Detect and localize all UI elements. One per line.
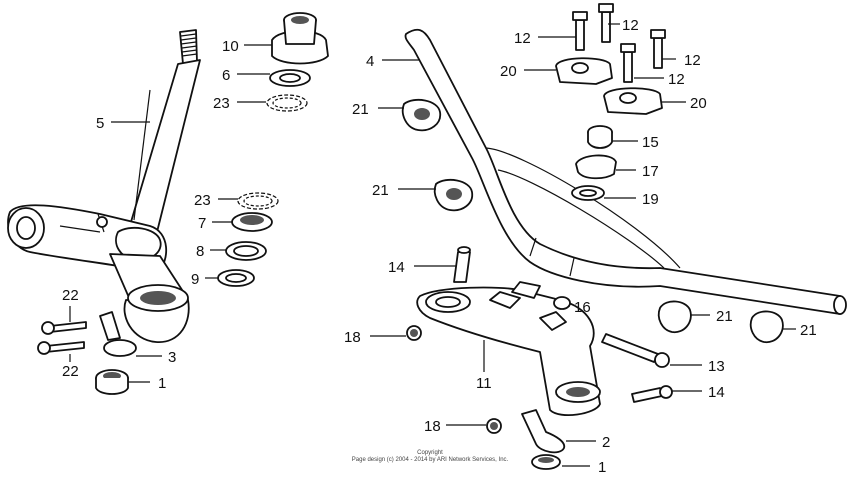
copyright-line1: Copyright [417,450,443,456]
callout-19: 19 [642,191,659,208]
callout-21-d: 21 [800,322,817,339]
callout-20-b: 20 [690,95,707,112]
callout-2: 2 [602,434,610,451]
leader-lines [69,23,796,467]
handlebar-clamps [555,3,666,115]
callout-16: 16 [574,299,591,316]
callout-12-d: 12 [668,71,685,88]
callout-9: 9 [191,271,199,288]
callout-3: 3 [168,349,176,366]
callout-10: 10 [222,38,239,55]
lower-small-parts [37,311,137,395]
callout-4: 4 [366,53,374,70]
steering-parts-mid [217,192,279,287]
lower-bracket [7,204,190,343]
copyright-line2: Page design (c) 2004 - 2014 by ARI Netwo… [351,457,509,463]
callout-23-mid: 23 [194,192,211,209]
callout-12-c: 12 [684,52,701,69]
steering-stem [127,29,201,237]
steering-parts-top [266,12,329,112]
copyright-notice: Copyright Page design (c) 2004 - 2014 by… [330,450,530,464]
callout-labels: 10 6 23 5 23 7 8 9 22 22 3 1 4 21 21 12 … [62,17,817,476]
callout-8: 8 [196,243,204,260]
callout-5: 5 [96,115,104,132]
callout-21-b: 21 [372,182,389,199]
top-bridge [416,281,601,417]
callout-18-b: 18 [424,418,441,435]
callout-14-b: 14 [708,384,725,401]
callout-20-a: 20 [500,63,517,80]
callout-7: 7 [198,215,206,232]
callout-18-a: 18 [344,329,361,346]
callout-1-left: 1 [158,375,166,392]
callout-14-a: 14 [388,259,405,276]
callout-12-a: 12 [514,30,531,47]
callout-21-a: 21 [352,101,369,118]
callout-23-top: 23 [213,95,230,112]
callout-1-right: 1 [598,459,606,476]
callout-22-b: 22 [62,363,79,380]
callout-22-a: 22 [62,287,79,304]
right-small-parts [401,98,784,470]
callout-21-c: 21 [716,308,733,325]
callout-11: 11 [476,375,492,392]
callout-15: 15 [642,134,659,151]
callout-12-b: 12 [622,17,639,34]
callout-17: 17 [642,163,659,180]
callout-13: 13 [708,358,725,375]
callout-6: 6 [222,67,230,84]
